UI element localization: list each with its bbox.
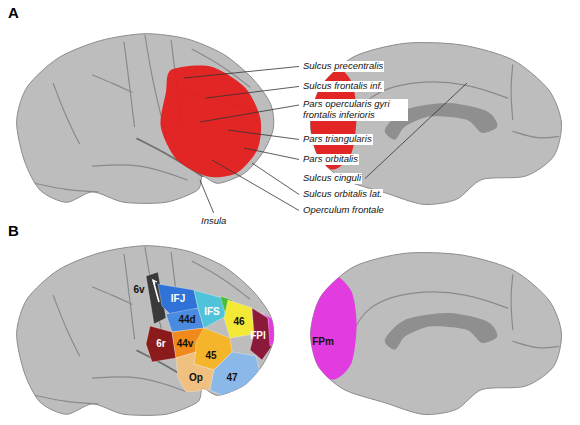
- activation-region: [160, 65, 261, 177]
- area-label: FPm: [312, 336, 334, 348]
- sulcus-line: [53, 84, 79, 144]
- leader-line: [206, 86, 299, 98]
- parcel-region: [224, 300, 254, 338]
- sulcus-line: [93, 377, 187, 392]
- sulcus-line: [511, 275, 513, 330]
- parcel-region: [194, 290, 226, 328]
- sulcus-line: [35, 395, 98, 404]
- arrow-mark: [153, 280, 159, 302]
- sulcus-line: [93, 287, 132, 304]
- area-label: Op: [189, 372, 203, 384]
- area-label: 47: [226, 372, 237, 384]
- leader-line: [212, 160, 299, 210]
- area-label: IFJ: [171, 293, 185, 305]
- panel-letter: B: [8, 222, 19, 239]
- medial-brain: [306, 253, 561, 415]
- sulcus-line: [513, 341, 559, 348]
- sulcus-line: [53, 296, 79, 356]
- anatomy-label: Pars triangularis: [302, 134, 373, 145]
- leader-line: [244, 148, 299, 159]
- anatomy-label: Insula: [200, 216, 227, 227]
- sulcus-line: [124, 254, 134, 338]
- parcel-region: [166, 308, 204, 332]
- area-label: FPl: [250, 330, 266, 342]
- lateral-brain: [17, 246, 280, 416]
- cortex-surface: [17, 34, 274, 204]
- cortex-surface: [17, 246, 274, 416]
- panel-letter: A: [8, 4, 19, 21]
- anatomy-label: Sulcus precentralis: [302, 61, 384, 72]
- anatomy-label: Sulcus orbitalis lat.: [302, 189, 383, 200]
- sulcus-line: [93, 75, 132, 92]
- sulcus-line: [93, 165, 187, 180]
- corpus-callosum: [385, 313, 498, 350]
- sulcus-line: [513, 131, 559, 138]
- area-label: IFS: [204, 306, 220, 318]
- sulcus-line: [349, 292, 508, 341]
- area-label: 6r: [156, 338, 165, 350]
- anatomy-label: Pars orbitalis: [302, 154, 359, 165]
- anatomy-label: Sulcus cinguli: [302, 173, 362, 184]
- sulcus-line: [511, 65, 513, 120]
- parcel-region: [210, 352, 262, 400]
- lateral-brain: [17, 34, 274, 204]
- parcel-region: [146, 326, 176, 362]
- leader-line: [200, 180, 214, 213]
- leader-line: [365, 83, 467, 178]
- area-label: 45: [205, 350, 216, 362]
- parcel-region: [250, 308, 272, 360]
- area-label: 44v: [177, 338, 194, 350]
- leader-line: [228, 130, 299, 139]
- area-label: 44d: [178, 314, 195, 326]
- leader-line: [252, 163, 299, 194]
- leader-line: [184, 66, 299, 78]
- area-label: 6v: [133, 284, 144, 296]
- arrow-mark: [153, 280, 157, 284]
- anatomy-label: Pars opercularis gyri frontalis inferior…: [302, 99, 408, 121]
- sulcus-line: [124, 42, 134, 126]
- leader-line: [200, 105, 299, 122]
- sulcus-line: [35, 183, 98, 192]
- area-label: 46: [233, 316, 244, 328]
- anatomy-label: Sulcus frontalis inf.: [302, 81, 384, 92]
- parcel-region: [306, 275, 356, 380]
- anatomy-label: Operculum frontale: [302, 205, 385, 216]
